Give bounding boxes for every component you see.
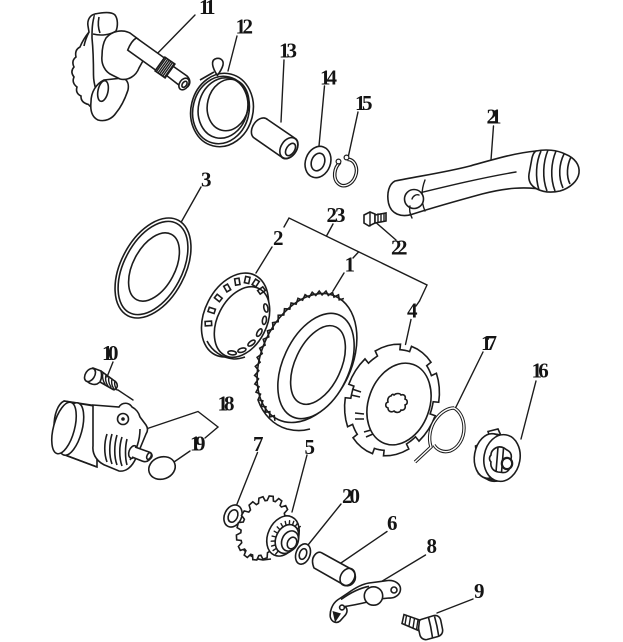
svg-text:2: 2: [273, 226, 284, 250]
svg-text:19: 19: [190, 432, 206, 456]
svg-text:5: 5: [305, 435, 316, 459]
svg-text:12: 12: [236, 15, 254, 39]
svg-text:9: 9: [474, 579, 485, 603]
svg-text:6: 6: [387, 511, 398, 535]
svg-text:4: 4: [407, 299, 418, 323]
svg-text:10: 10: [102, 341, 119, 365]
svg-text:14: 14: [320, 66, 338, 90]
svg-text:16: 16: [532, 359, 549, 383]
svg-text:20: 20: [342, 484, 360, 508]
svg-text:23: 23: [327, 203, 346, 227]
svg-text:18: 18: [218, 392, 235, 416]
svg-text:1: 1: [345, 253, 356, 277]
svg-text:13: 13: [279, 39, 297, 63]
svg-text:21: 21: [487, 105, 502, 129]
svg-text:17: 17: [481, 331, 497, 355]
svg-text:3: 3: [201, 168, 212, 192]
svg-text:15: 15: [355, 91, 373, 115]
svg-text:7: 7: [253, 432, 264, 456]
svg-text:8: 8: [427, 534, 438, 558]
svg-text:22: 22: [391, 236, 408, 260]
svg-text:11: 11: [199, 0, 216, 19]
